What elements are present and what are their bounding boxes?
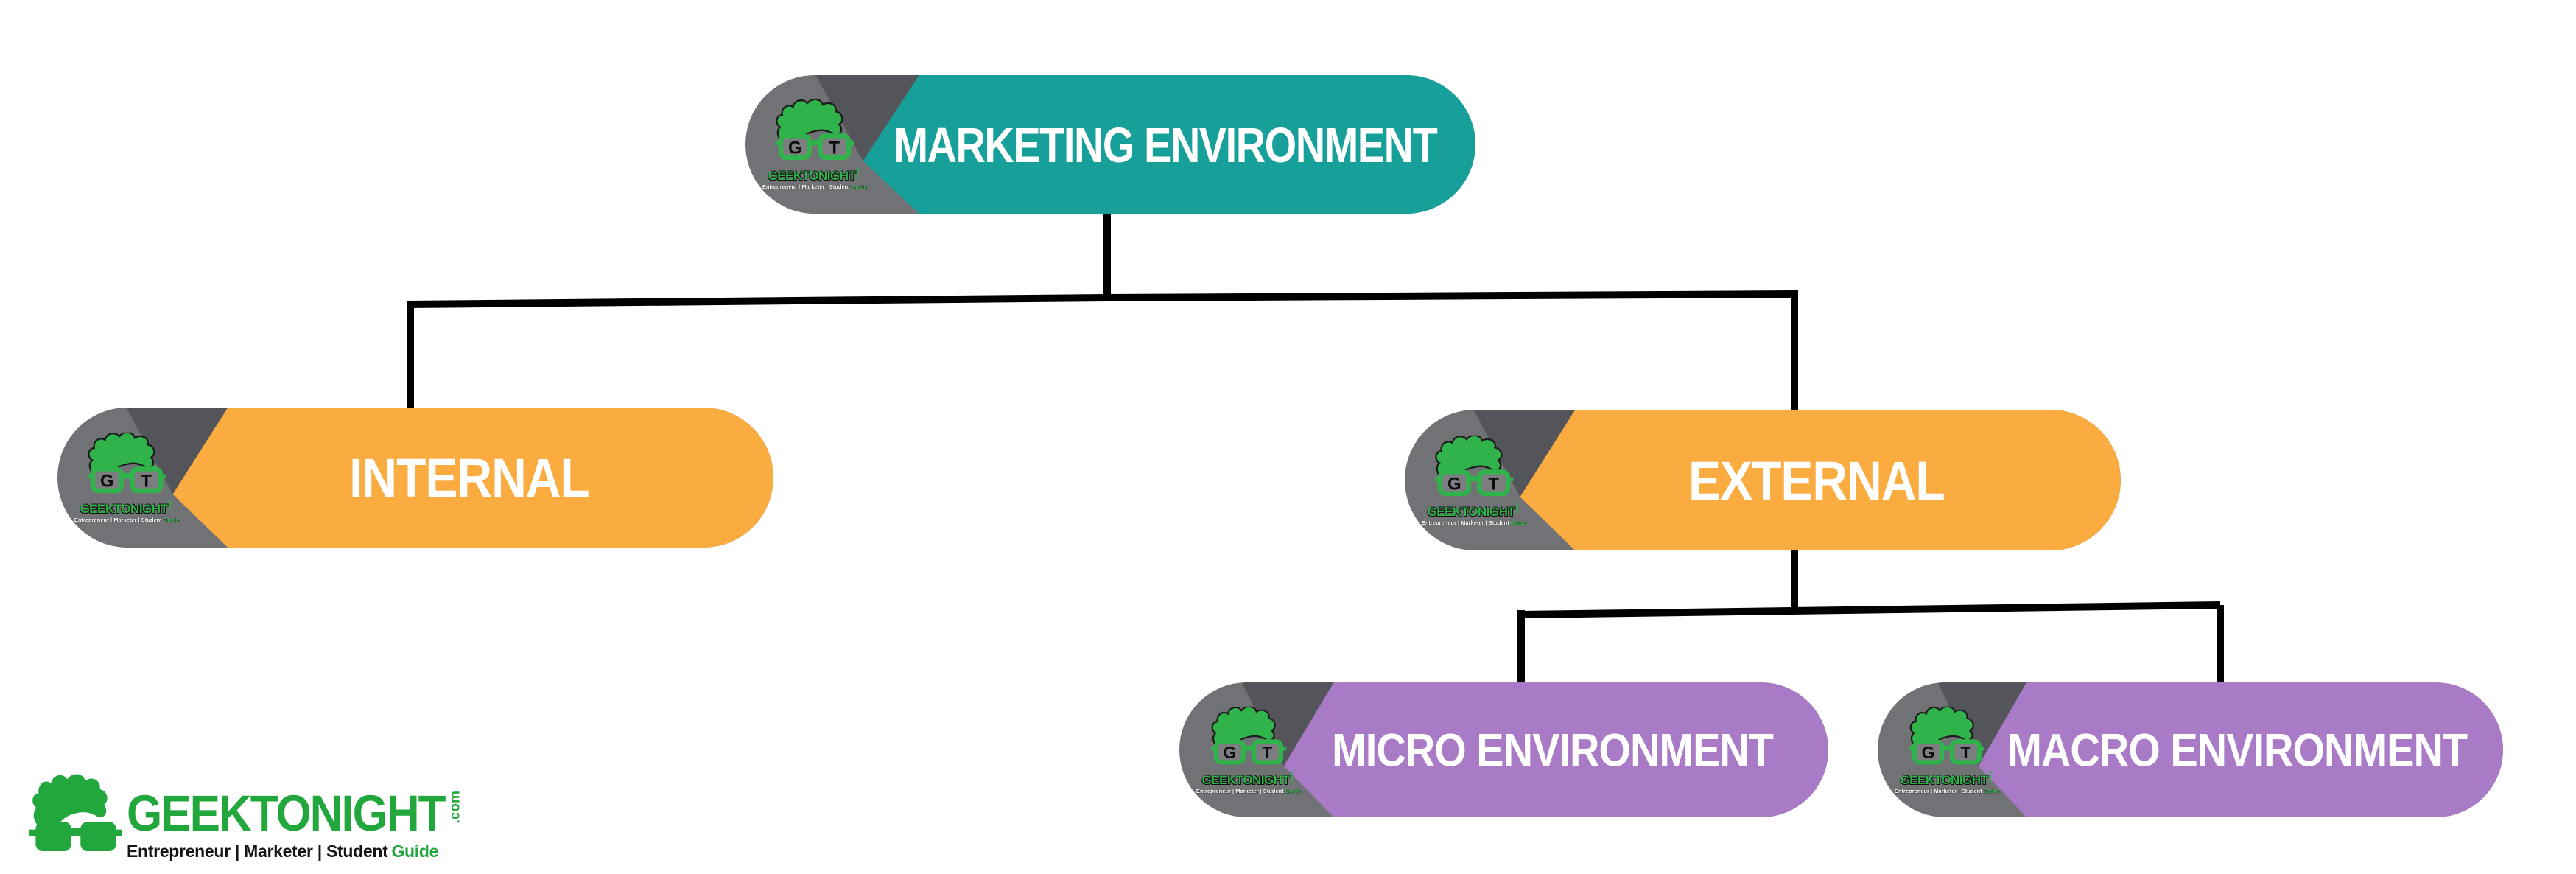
logo-tld-text: .com <box>447 790 463 823</box>
node-marketing-environment: G T GEEKTONIGHT .com Entrepreneur | Mark… <box>745 75 1475 214</box>
geektonight-badge: G T GEEKTONIGHT .com Entrepreneur | Mark… <box>1889 706 2004 794</box>
edge-level2-crossbar <box>407 290 1799 308</box>
geek-head-icon: G T <box>775 99 854 161</box>
pill-colored-body <box>172 408 773 548</box>
logo-tagline-text: Entrepreneur | Marketer | Student <box>127 842 388 861</box>
glasses-frame-right <box>818 133 852 161</box>
badge-tagline-text: Entrepreneur | Marketer | Student <box>762 183 850 190</box>
svg-text:G: G <box>1224 743 1237 762</box>
svg-text:T: T <box>1488 474 1499 494</box>
glasses-frame-left <box>778 133 812 161</box>
node-label-internal: INTERNAL <box>349 447 590 508</box>
svg-text:T: T <box>1961 743 1971 762</box>
sunglasses-lens-right <box>80 822 116 852</box>
pill-colored-body <box>1520 410 2121 550</box>
badge-brand-text: GEEKTONIGHT <box>768 168 856 183</box>
glasses-lens-left <box>781 136 810 158</box>
glasses-lens-right <box>820 136 849 158</box>
pill-colored-body <box>863 75 1475 214</box>
node-label-external: EXTERNAL <box>1688 450 1945 511</box>
logo-tagline-guide: Guide <box>391 842 439 861</box>
geek-head-icon: G T <box>1909 706 1985 765</box>
geektonight-badge: G T GEEKTONIGHT .com Entrepreneur | Mark… <box>1191 706 1306 794</box>
node-micro-environment: G T GEEKTONIGHT .com Entrepreneur | Mark… <box>1179 682 1828 817</box>
node-label-micro: MICRO ENVIRONMENT <box>1332 724 1774 776</box>
badge-tagline-guide: Guide <box>851 183 868 190</box>
geektonight-logo-icon <box>29 774 122 852</box>
geektonight-logo: GEEKTONIGHT .com Entrepreneur | Marketer… <box>29 771 464 868</box>
svg-text:T: T <box>1263 743 1273 762</box>
node-label-macro: MACRO ENVIRONMENT <box>2007 724 2468 776</box>
sunglasses-lens-left <box>35 822 71 852</box>
geek-head-icon: G T <box>87 432 166 494</box>
geek-head-icon: G T <box>1210 706 1287 765</box>
geektonight-logo-text: GEEKTONIGHT .com Entrepreneur | Marketer… <box>127 786 464 860</box>
lens-letter-g: G <box>788 138 802 158</box>
node-macro-environment: G T GEEKTONIGHT .com Entrepreneur | Mark… <box>1878 682 2503 817</box>
geektonight-badge: G T GEEKTONIGHT .com Entrepreneur | Mark… <box>69 432 184 523</box>
svg-text:G: G <box>100 471 114 491</box>
node-external: G T GEEKTONIGHT .com Entrepreneur | Mark… <box>1405 410 2121 550</box>
badge-tld-text: .com <box>855 166 861 179</box>
geek-head-icon: G T <box>1434 435 1514 496</box>
edge-level3-crossbar <box>1520 601 2221 618</box>
svg-text:G: G <box>1447 474 1461 494</box>
pill-colored-body <box>1283 682 1828 817</box>
logo-brand-text: GEEKTONIGHT <box>127 786 446 842</box>
geektonight-badge: G T GEEKTONIGHT .com Entrepreneur | Mark… <box>757 99 872 190</box>
lens-letter-t: T <box>829 138 840 158</box>
svg-text:T: T <box>141 471 152 491</box>
svg-text:G: G <box>1922 743 1935 762</box>
node-label-marketing: MARKETING ENVIRONMENT <box>894 116 1437 172</box>
pill-colored-body <box>1978 682 2503 817</box>
geektonight-badge: G T GEEKTONIGHT .com Entrepreneur | Mark… <box>1417 435 1531 525</box>
glasses-bridge <box>809 139 821 146</box>
node-internal: G T GEEKTONIGHT .com Entrepreneur | Mark… <box>57 408 773 548</box>
